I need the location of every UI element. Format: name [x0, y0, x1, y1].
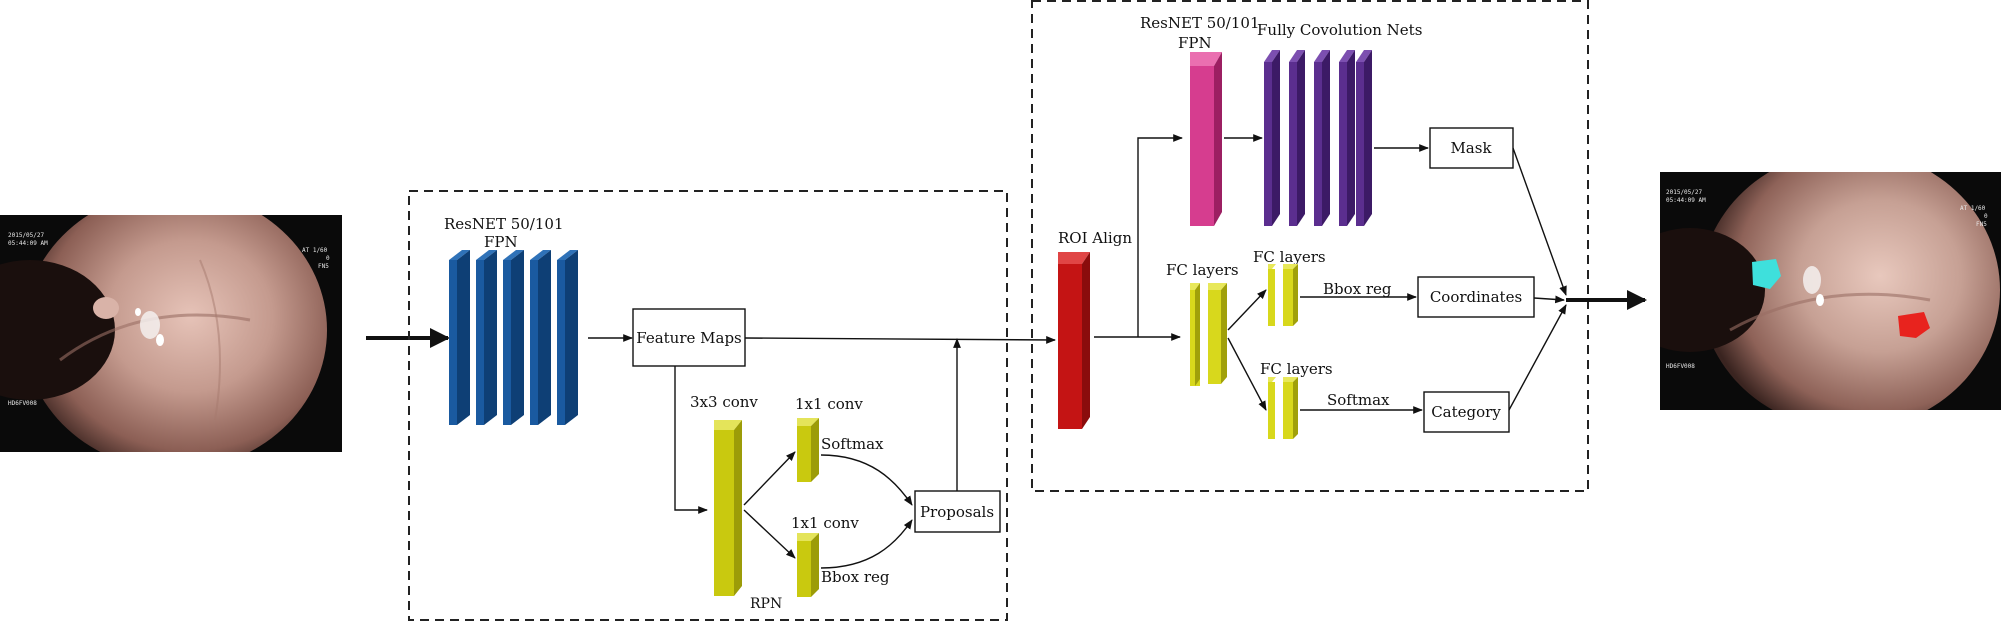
- fcn-layer-1: [1264, 50, 1280, 226]
- rpn-stage-frame: [408, 190, 1008, 621]
- reg-conv1x1-block: [797, 533, 819, 597]
- fc-layers-top-block: [1268, 264, 1298, 326]
- input-overlay-id: HD6FV008: [8, 400, 37, 407]
- category-label: Category: [1431, 403, 1501, 421]
- coordinates-box: [1417, 276, 1535, 318]
- fcn-label: Fully Covolution Nets: [1257, 21, 1422, 39]
- red-lesion-overlay: [1898, 312, 1930, 338]
- roi-align-block: [1058, 252, 1090, 429]
- fc-layers-main-block: [1190, 283, 1227, 386]
- softmax-to-proposals-arrow: [820, 454, 913, 506]
- output-overlay-at: AT 1/60: [1960, 205, 1986, 212]
- head-stage-frame: [1031, 0, 1589, 492]
- resnet-layer-3: [503, 250, 524, 425]
- input-endoscopy-image: 2015/05/27 05:44:09 AM AT 1/60 0 FN5 HD6…: [0, 215, 342, 452]
- output-overlay-id: HD6FV008: [1666, 363, 1695, 370]
- resnet-layer-4: [530, 250, 551, 425]
- rpn-softmax-label: Softmax: [821, 435, 884, 453]
- fcn-layer-3: [1314, 50, 1330, 226]
- input-overlay-fn: FN5: [318, 263, 329, 270]
- mask-box: [1429, 127, 1514, 169]
- resnet-layer-1: [449, 250, 470, 425]
- featuremaps-to-roialign-arrow: [744, 336, 1056, 344]
- conv1x1-bottom-label: 1x1 conv: [791, 514, 859, 532]
- roi-align-label: ROI Align: [1058, 229, 1132, 247]
- mask-backbone-title: ResNET 50/101: [1140, 14, 1260, 32]
- fc-to-bbox-fc-arrow: [1227, 289, 1267, 331]
- conv3x3-label: 3x3 conv: [690, 393, 758, 411]
- fcn-stack: [1264, 50, 1372, 226]
- output-overlay-time: 05:44:09 AM: [1666, 197, 1706, 204]
- rpn-label: RPN: [750, 596, 782, 612]
- roialign-to-mask-branch-arrow: [1137, 134, 1183, 337]
- category-box: [1423, 391, 1510, 433]
- rpn-to-reg-conv-arrow: [743, 509, 796, 559]
- mask-label: Mask: [1450, 139, 1492, 157]
- fc-layers-bottom-label: FC layers: [1260, 360, 1333, 378]
- featuremaps-to-rpn-arrow: [674, 366, 708, 514]
- coordinates-to-output-arrow: [1533, 295, 1565, 304]
- fc-layers-bottom-block: [1268, 377, 1298, 439]
- input-overlay-date: 2015/05/27: [8, 232, 45, 239]
- fc-layers-main-label: FC layers: [1166, 261, 1239, 279]
- bboxreg-to-proposals-arrow: [820, 519, 913, 569]
- head-bbox-reg-label: Bbox reg: [1323, 280, 1392, 298]
- resnet-layer-5: [557, 250, 578, 425]
- mask-to-output-arrow: [1512, 147, 1567, 296]
- fcn-layer-5: [1356, 50, 1372, 226]
- rpn-conv3x3-block: [714, 420, 742, 596]
- output-segmentation-image: 2015/05/27 05:44:09 AM AT 1/60 0 FN5 HD6…: [1660, 172, 2001, 410]
- output-overlay-zero: 0: [1984, 213, 1988, 220]
- head-softmax-label: Softmax: [1327, 391, 1390, 409]
- coordinates-label: Coordinates: [1430, 288, 1522, 306]
- category-to-output-arrow: [1508, 304, 1567, 411]
- feature-maps-box: [632, 308, 746, 367]
- resnet-layer-2: [476, 250, 497, 425]
- input-overlay-zero: 0: [326, 255, 330, 262]
- fc-to-cls-fc-arrow: [1227, 337, 1267, 411]
- proposals-box: [914, 490, 1001, 533]
- mask-fpn-block: [1190, 52, 1222, 226]
- fc-layers-top-label: FC layers: [1253, 248, 1326, 266]
- mask-backbone-subtitle: FPN: [1178, 34, 1212, 52]
- resnet-fpn-stack: [449, 250, 578, 425]
- input-overlay-time: 05:44:09 AM: [8, 240, 48, 247]
- feature-maps-label: Feature Maps: [636, 329, 742, 347]
- input-overlay-at: AT 1/60: [302, 247, 328, 254]
- backbone-title: ResNET 50/101: [444, 215, 564, 233]
- proposals-label: Proposals: [920, 503, 994, 521]
- output-overlay-date: 2015/05/27: [1666, 189, 1703, 196]
- fcn-layer-4: [1339, 50, 1355, 226]
- output-overlay-fn: FN5: [1976, 221, 1987, 228]
- cyan-lesion-overlay: [1752, 259, 1781, 289]
- conv1x1-top-label: 1x1 conv: [795, 395, 863, 413]
- fcn-layer-2: [1289, 50, 1305, 226]
- rpn-to-cls-conv-arrow: [743, 451, 796, 506]
- backbone-subtitle: FPN: [484, 233, 518, 251]
- rpn-bbox-reg-label: Bbox reg: [821, 568, 890, 586]
- cls-conv1x1-block: [797, 418, 819, 482]
